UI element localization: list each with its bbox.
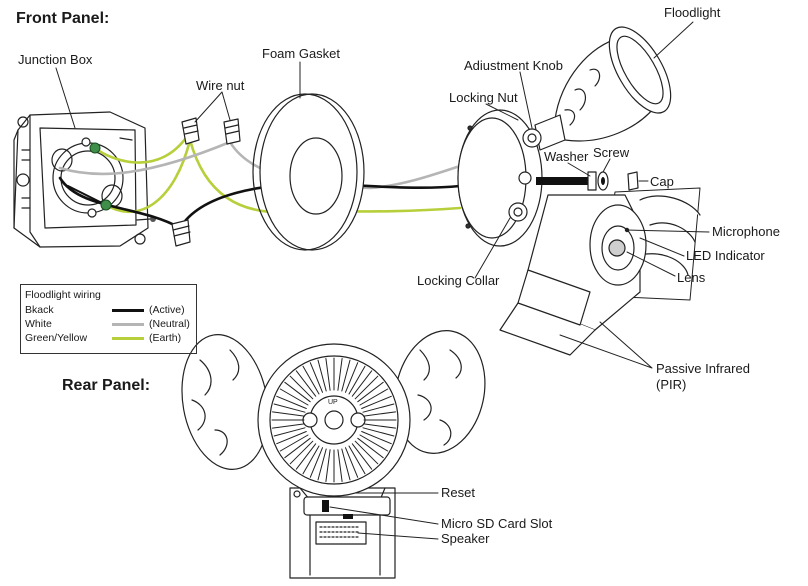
rear-fin bbox=[348, 445, 366, 475]
rear-fin bbox=[351, 370, 373, 397]
rear-fin bbox=[272, 411, 305, 417]
rear-fin bbox=[309, 447, 323, 478]
legend-row-role: (Active) bbox=[149, 304, 185, 316]
rear-fin bbox=[325, 358, 331, 391]
rear-fin bbox=[295, 370, 317, 397]
rear-fin bbox=[284, 381, 311, 403]
rear-fin bbox=[317, 448, 327, 481]
rear-fin bbox=[302, 445, 320, 475]
ground-screw-icon bbox=[100, 199, 112, 211]
label-up: UP bbox=[328, 399, 338, 406]
floodlight-head-drawing bbox=[522, 26, 672, 151]
legend-swatch-earth bbox=[112, 337, 144, 340]
label-foam-gasket: Foam Gasket bbox=[262, 46, 341, 61]
label-pir-line1: Passive Infrared bbox=[656, 361, 750, 376]
rear-fin bbox=[345, 447, 359, 478]
rear-fin bbox=[325, 449, 331, 482]
rear-fin bbox=[357, 381, 384, 403]
screw-washer-cap bbox=[536, 171, 639, 191]
rear-fin bbox=[363, 411, 396, 417]
label-pir-line2: (PIR) bbox=[656, 377, 687, 392]
rear-fin bbox=[357, 437, 384, 459]
rear-fin bbox=[276, 431, 307, 445]
rear-fin bbox=[359, 388, 389, 406]
legend-swatch-active bbox=[112, 309, 144, 312]
legend-row-role: (Neutral) bbox=[149, 318, 190, 330]
legend-row-active: Bkack (Active) bbox=[25, 304, 195, 317]
rear-fin bbox=[359, 434, 389, 452]
rear-fin bbox=[341, 359, 351, 392]
junction-box-drawing bbox=[13, 111, 156, 248]
label-microphone: Microphone bbox=[712, 224, 780, 239]
rear-fin bbox=[273, 403, 306, 413]
rear-fin bbox=[363, 423, 396, 429]
rear-fin bbox=[309, 362, 323, 393]
rear-panel-heading: Rear Panel: bbox=[62, 377, 151, 394]
label-reset: Reset bbox=[441, 485, 475, 500]
ground-screw-icon bbox=[89, 142, 101, 154]
rear-fin bbox=[279, 388, 309, 406]
rear-fin bbox=[295, 443, 317, 470]
rear-fin bbox=[341, 448, 351, 481]
rear-fin bbox=[362, 403, 395, 413]
rear-fin bbox=[337, 449, 343, 482]
label-locking-collar: Locking Collar bbox=[417, 273, 500, 288]
rear-fin bbox=[361, 431, 392, 445]
legend-row-role: (Earth) bbox=[149, 332, 182, 344]
rear-fin bbox=[276, 395, 307, 409]
foam-gasket-drawing bbox=[252, 93, 365, 251]
leader-lines bbox=[55, 21, 710, 540]
legend-row-name: White bbox=[25, 318, 52, 330]
wiring-legend: Floodlight wiring Bkack (Active) White (… bbox=[20, 284, 197, 354]
label-wire-nut: Wire nut bbox=[196, 78, 245, 93]
legend-row-neutral: White (Neutral) bbox=[25, 318, 195, 331]
rear-fin bbox=[354, 375, 379, 400]
rear-fin bbox=[272, 423, 305, 429]
rear-fin bbox=[362, 427, 395, 437]
label-adjustment-knob: Adiustment Knob bbox=[464, 58, 564, 73]
label-washer: Washer bbox=[544, 149, 589, 164]
rear-fin bbox=[337, 358, 343, 391]
legend-row-name: Green/Yellow bbox=[25, 332, 88, 344]
rear-fin bbox=[302, 365, 320, 395]
label-screw: Screw bbox=[593, 145, 630, 160]
label-junction-box: Junction Box bbox=[18, 52, 93, 67]
label-cap: Cap bbox=[650, 174, 674, 189]
label-locking-nut: Locking Nut bbox=[449, 90, 518, 105]
legend-row-name: Bkack bbox=[25, 304, 54, 316]
rear-fin bbox=[279, 434, 309, 452]
label-speaker: Speaker bbox=[441, 531, 490, 546]
legend-swatch-neutral bbox=[112, 323, 144, 326]
label-led-indicator: LED Indicator bbox=[686, 248, 765, 263]
rear-fin bbox=[289, 375, 314, 400]
rear-fin bbox=[317, 359, 327, 392]
rear-fin bbox=[289, 440, 314, 465]
label-lens: Lens bbox=[677, 270, 706, 285]
rear-radial-fins bbox=[271, 357, 397, 483]
wire-nut-icons bbox=[171, 117, 241, 247]
rear-fin bbox=[351, 443, 373, 470]
rear-fin bbox=[354, 440, 379, 465]
rear-fin bbox=[284, 437, 311, 459]
camera-body-drawing bbox=[499, 187, 701, 356]
legend-row-earth: Green/Yellow (Earth) bbox=[25, 332, 195, 345]
label-floodlight: Floodlight bbox=[664, 5, 721, 20]
legend-title: Floodlight wiring bbox=[25, 289, 101, 301]
rear-fin bbox=[345, 362, 359, 393]
label-micro-sd: Micro SD Card Slot bbox=[441, 516, 553, 531]
rear-fin bbox=[348, 365, 366, 395]
rear-fin bbox=[273, 427, 306, 437]
front-panel-heading: Front Panel: bbox=[16, 10, 110, 27]
rear-fin bbox=[361, 395, 392, 409]
